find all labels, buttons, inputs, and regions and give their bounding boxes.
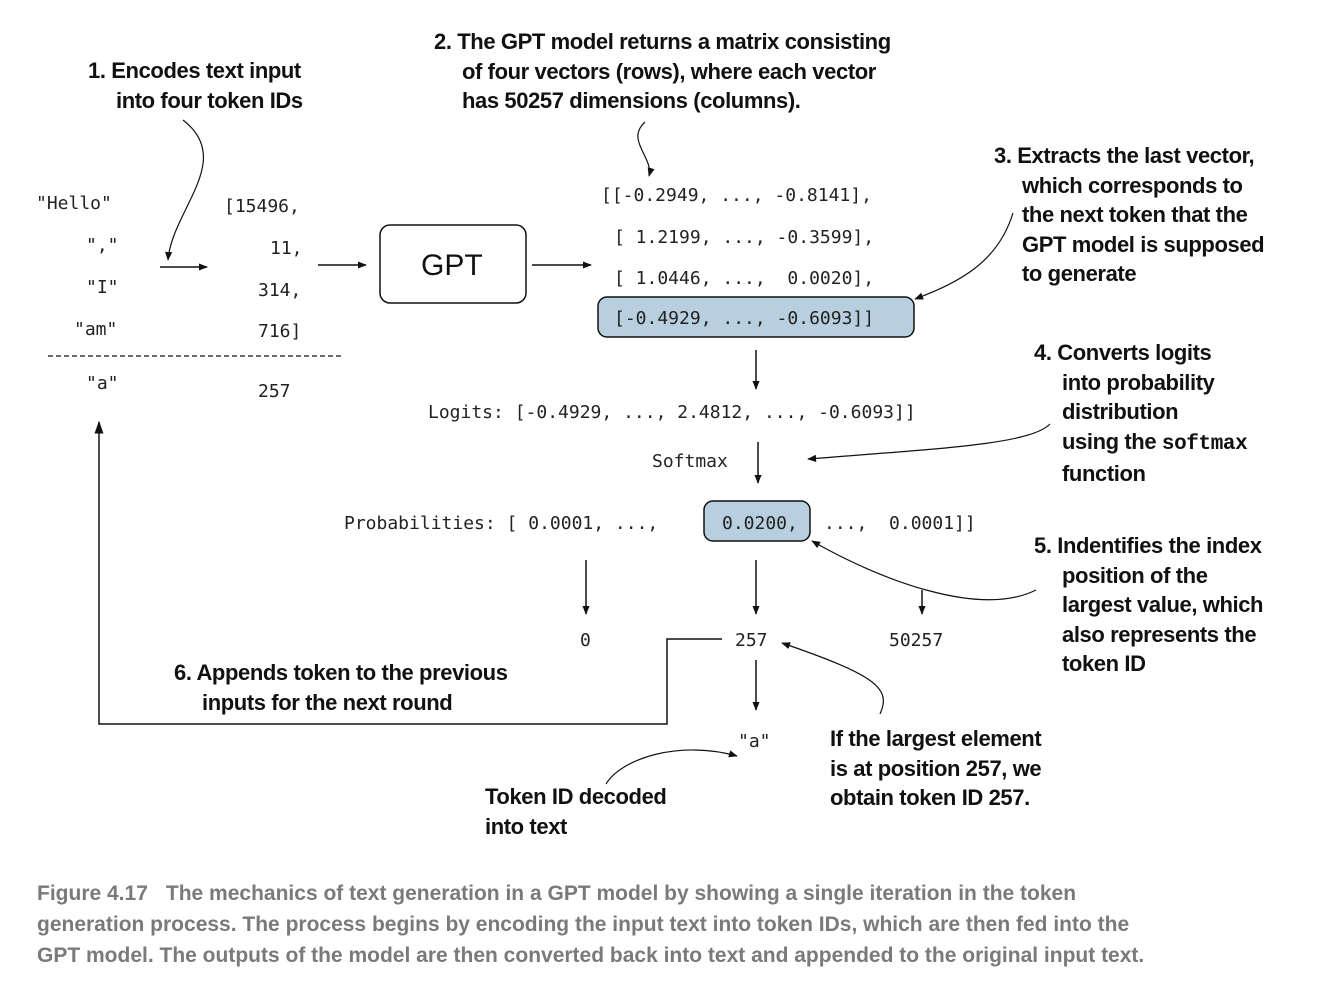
- figure-caption: Figure 4.17 The mechanics of text generat…: [37, 878, 1297, 971]
- input-token: "I": [86, 277, 119, 298]
- caption-line-1: Figure 4.17 The mechanics of text generat…: [37, 878, 1297, 909]
- figure-number: Figure 4.17: [37, 882, 148, 905]
- step6-line: inputs for the next round: [202, 689, 453, 715]
- step4-annotation: 4. Converts logits into probability dist…: [1034, 338, 1248, 489]
- decoded-note-line: into text: [485, 813, 567, 839]
- step6-line: 6. Appends token to the previous: [174, 660, 508, 685]
- softmax-label: Softmax: [652, 451, 728, 472]
- token-id: 314,: [258, 280, 302, 301]
- token-id: [15496,: [224, 196, 300, 217]
- step5-line: token ID: [1062, 651, 1146, 676]
- largest-note-line: If the largest element: [830, 726, 1042, 751]
- callout-arrow-step1: [165, 119, 204, 261]
- caption-text: The mechanics of text generation in a GP…: [165, 882, 1077, 905]
- step4-line: distribution: [1062, 399, 1179, 424]
- token-id: 11,: [270, 238, 303, 259]
- callout-arrow-step5: [811, 540, 1037, 601]
- caption-line: generation process. The process begins b…: [37, 913, 1130, 936]
- appended-token: "a": [86, 373, 119, 394]
- step5-annotation: 5. Indentifies the index position of the…: [1034, 531, 1263, 679]
- caption-line: GPT model. The outputs of the model are …: [37, 944, 1145, 967]
- step3-line: GPT model is supposed: [1022, 231, 1265, 257]
- step4-line: into probability: [1062, 369, 1215, 395]
- input-token: "am": [74, 319, 118, 340]
- callout-arrow-decoded: [605, 749, 738, 785]
- step3-line: the next token that the: [1022, 202, 1248, 227]
- index-selected: 257: [735, 630, 768, 651]
- step1-line: 1. Encodes text input: [88, 58, 301, 83]
- step1-line: into four token IDs: [116, 87, 303, 113]
- last-vector-highlight: [597, 296, 915, 338]
- gpt-model-box: [379, 224, 527, 304]
- token-id: 716]: [258, 321, 302, 342]
- step2-line: has 50257 dimensions (columns).: [462, 88, 801, 113]
- largest-note-line: obtain token ID 257.: [830, 785, 1030, 810]
- callout-arrow-step3: [914, 212, 1014, 300]
- step4-using-text: using the: [1062, 428, 1162, 454]
- max-probability-highlight: [703, 500, 811, 542]
- step2-line: of four vectors (rows), where each vecto…: [462, 58, 876, 84]
- callout-arrow-largest: [781, 642, 884, 715]
- decoded-token: "a": [738, 731, 771, 752]
- step3-annotation: 3. Extracts the last vector, which corre…: [994, 141, 1265, 289]
- append-loop-arrow: [94, 420, 722, 725]
- callout-arrow-step2: [637, 121, 655, 177]
- largest-element-note: If the largest element is at position 25…: [830, 724, 1042, 813]
- appended-token-id: 257: [258, 381, 291, 402]
- matrix-row: [ 1.0446, ..., 0.0020],: [614, 268, 875, 289]
- step1-annotation: 1. Encodes text input into four token ID…: [88, 56, 303, 115]
- step2-line: 2. The GPT model returns a matrix consis…: [434, 29, 891, 54]
- step5-line: largest value, which: [1062, 592, 1264, 617]
- probabilities-prefix: Probabilities: [ 0.0001, ...,: [344, 513, 659, 534]
- decoded-note: Token ID decoded into text: [485, 782, 667, 841]
- input-token: "Hello": [36, 193, 112, 214]
- step6-annotation: 6. Appends token to the previous inputs …: [174, 658, 508, 717]
- step3-line: 3. Extracts the last vector,: [994, 143, 1255, 168]
- callout-arrow-step4: [807, 423, 1051, 462]
- index-first: 0: [580, 630, 591, 651]
- logits-line: Logits: [-0.4929, ..., 2.4812, ..., -0.6…: [428, 402, 916, 423]
- matrix-row-last: [-0.4929, ..., -0.6093]]: [614, 308, 875, 329]
- probabilities-suffix: ..., 0.0001]]: [824, 513, 976, 534]
- step5-line: position of the: [1062, 562, 1208, 588]
- largest-note-line: is at position 257, we: [830, 755, 1042, 781]
- input-token: ",": [86, 235, 119, 256]
- probabilities-highlight: 0.0200,: [722, 513, 798, 534]
- step3-line: to generate: [1022, 261, 1137, 286]
- matrix-row: [[-0.2949, ..., -0.8141],: [601, 185, 872, 206]
- decoded-note-line: Token ID decoded: [485, 784, 667, 809]
- matrix-row: [ 1.2199, ..., -0.3599],: [614, 227, 875, 248]
- step2-annotation: 2. The GPT model returns a matrix consis…: [434, 27, 891, 116]
- step4-line: 4. Converts logits: [1034, 340, 1212, 365]
- softmax-code: softmax: [1161, 432, 1248, 456]
- step4-softmax-line: using the softmax: [1034, 427, 1248, 460]
- step5-line: 5. Indentifies the index: [1034, 533, 1262, 558]
- step3-line: which corresponds to: [1022, 172, 1243, 198]
- step5-line: also represents the: [1062, 621, 1257, 647]
- gpt-model-label: GPT: [421, 249, 483, 282]
- index-last: 50257: [889, 630, 944, 651]
- step4-line: function: [1062, 461, 1146, 486]
